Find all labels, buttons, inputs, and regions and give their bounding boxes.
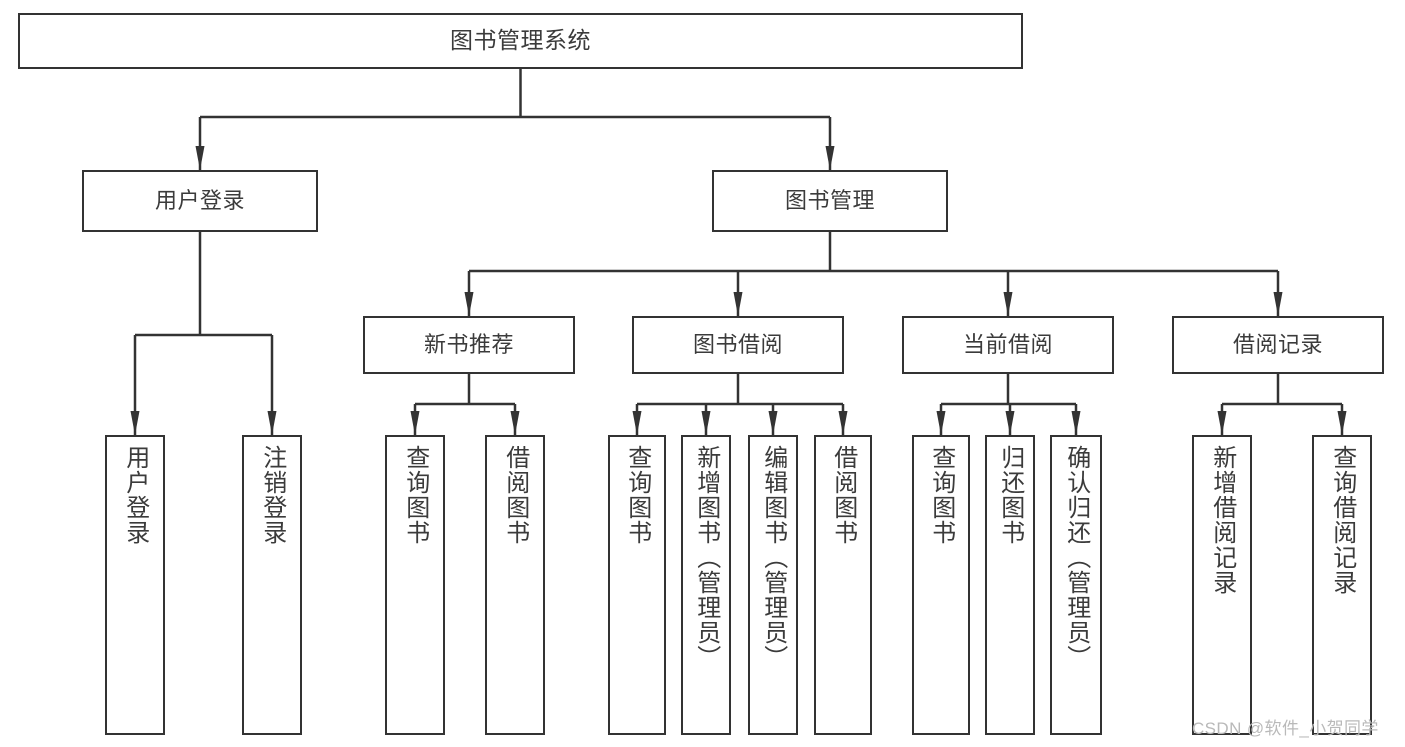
arrow-head-l_logout (267, 411, 277, 435)
arrow-head-l_query_rec (1337, 411, 1347, 435)
node-borrow[interactable]: 图书借阅 (632, 316, 844, 374)
node-label-l_add_rec: 新增借阅记录 (1208, 445, 1236, 595)
node-label-new_book: 新书推荐 (423, 332, 514, 358)
arrow-head-l_query3 (936, 411, 946, 435)
node-l_query1[interactable]: 查询图书 (385, 435, 445, 735)
watermark-text: CSDN @软件_小贺同学 (1192, 719, 1379, 738)
node-label-root: 图书管理系统 (450, 27, 591, 54)
node-label-l_query3: 查询图书 (927, 445, 955, 545)
node-l_confirm[interactable]: 确认归还（管理员） (1050, 435, 1102, 735)
node-l_user_login[interactable]: 用户登录 (105, 435, 165, 735)
node-label-records: 借阅记录 (1232, 332, 1323, 358)
node-label-l_return: 归还图书 (996, 445, 1024, 545)
node-label-l_add_book: 新增图书（管理员） (692, 445, 720, 670)
node-label-l_confirm: 确认归还（管理员） (1062, 445, 1090, 670)
node-current[interactable]: 当前借阅 (902, 316, 1114, 374)
node-label-book_manage: 图书管理 (784, 188, 875, 214)
node-l_edit_book[interactable]: 编辑图书（管理员） (748, 435, 798, 735)
node-records[interactable]: 借阅记录 (1172, 316, 1384, 374)
arrow-head-l_confirm (1071, 411, 1081, 435)
arrow-head-new_book (464, 292, 474, 316)
node-label-l_user_login: 用户登录 (121, 445, 149, 545)
node-label-l_borrow2: 借阅图书 (829, 445, 857, 545)
node-l_borrow2[interactable]: 借阅图书 (814, 435, 872, 735)
node-label-user_login: 用户登录 (154, 188, 245, 214)
node-l_query2[interactable]: 查询图书 (608, 435, 666, 735)
arrow-head-borrow (733, 292, 743, 316)
node-l_add_book[interactable]: 新增图书（管理员） (681, 435, 731, 735)
node-label-l_edit_book: 编辑图书（管理员） (759, 445, 787, 670)
arrow-head-l_add_book (701, 411, 711, 435)
node-label-l_query2: 查询图书 (623, 445, 651, 545)
arrow-head-l_query1 (410, 411, 420, 435)
arrow-head-book_manage (825, 146, 835, 170)
arrow-head-l_return (1005, 411, 1015, 435)
node-l_borrow1[interactable]: 借阅图书 (485, 435, 545, 735)
node-book_manage[interactable]: 图书管理 (712, 170, 948, 232)
arrow-head-l_borrow2 (838, 411, 848, 435)
node-label-current: 当前借阅 (962, 332, 1053, 358)
arrow-head-l_borrow1 (510, 411, 520, 435)
node-user_login[interactable]: 用户登录 (82, 170, 318, 232)
node-label-l_logout: 注销登录 (258, 445, 286, 545)
arrow-head-l_query2 (632, 411, 642, 435)
node-l_return[interactable]: 归还图书 (985, 435, 1035, 735)
node-label-l_borrow1: 借阅图书 (501, 445, 529, 545)
arrow-head-l_user_login (130, 411, 140, 435)
node-new_book[interactable]: 新书推荐 (363, 316, 575, 374)
node-l_query_rec[interactable]: 查询借阅记录 (1312, 435, 1372, 735)
arrow-head-l_edit_book (768, 411, 778, 435)
node-l_query3[interactable]: 查询图书 (912, 435, 970, 735)
arrow-head-records (1273, 292, 1283, 316)
node-label-l_query1: 查询图书 (401, 445, 429, 545)
node-l_add_rec[interactable]: 新增借阅记录 (1192, 435, 1252, 735)
arrow-head-l_add_rec (1217, 411, 1227, 435)
node-l_logout[interactable]: 注销登录 (242, 435, 302, 735)
arrow-head-current (1003, 292, 1013, 316)
node-label-borrow: 图书借阅 (692, 332, 783, 358)
node-root[interactable]: 图书管理系统 (18, 13, 1023, 69)
arrow-head-user_login (195, 146, 205, 170)
node-label-l_query_rec: 查询借阅记录 (1328, 445, 1356, 595)
